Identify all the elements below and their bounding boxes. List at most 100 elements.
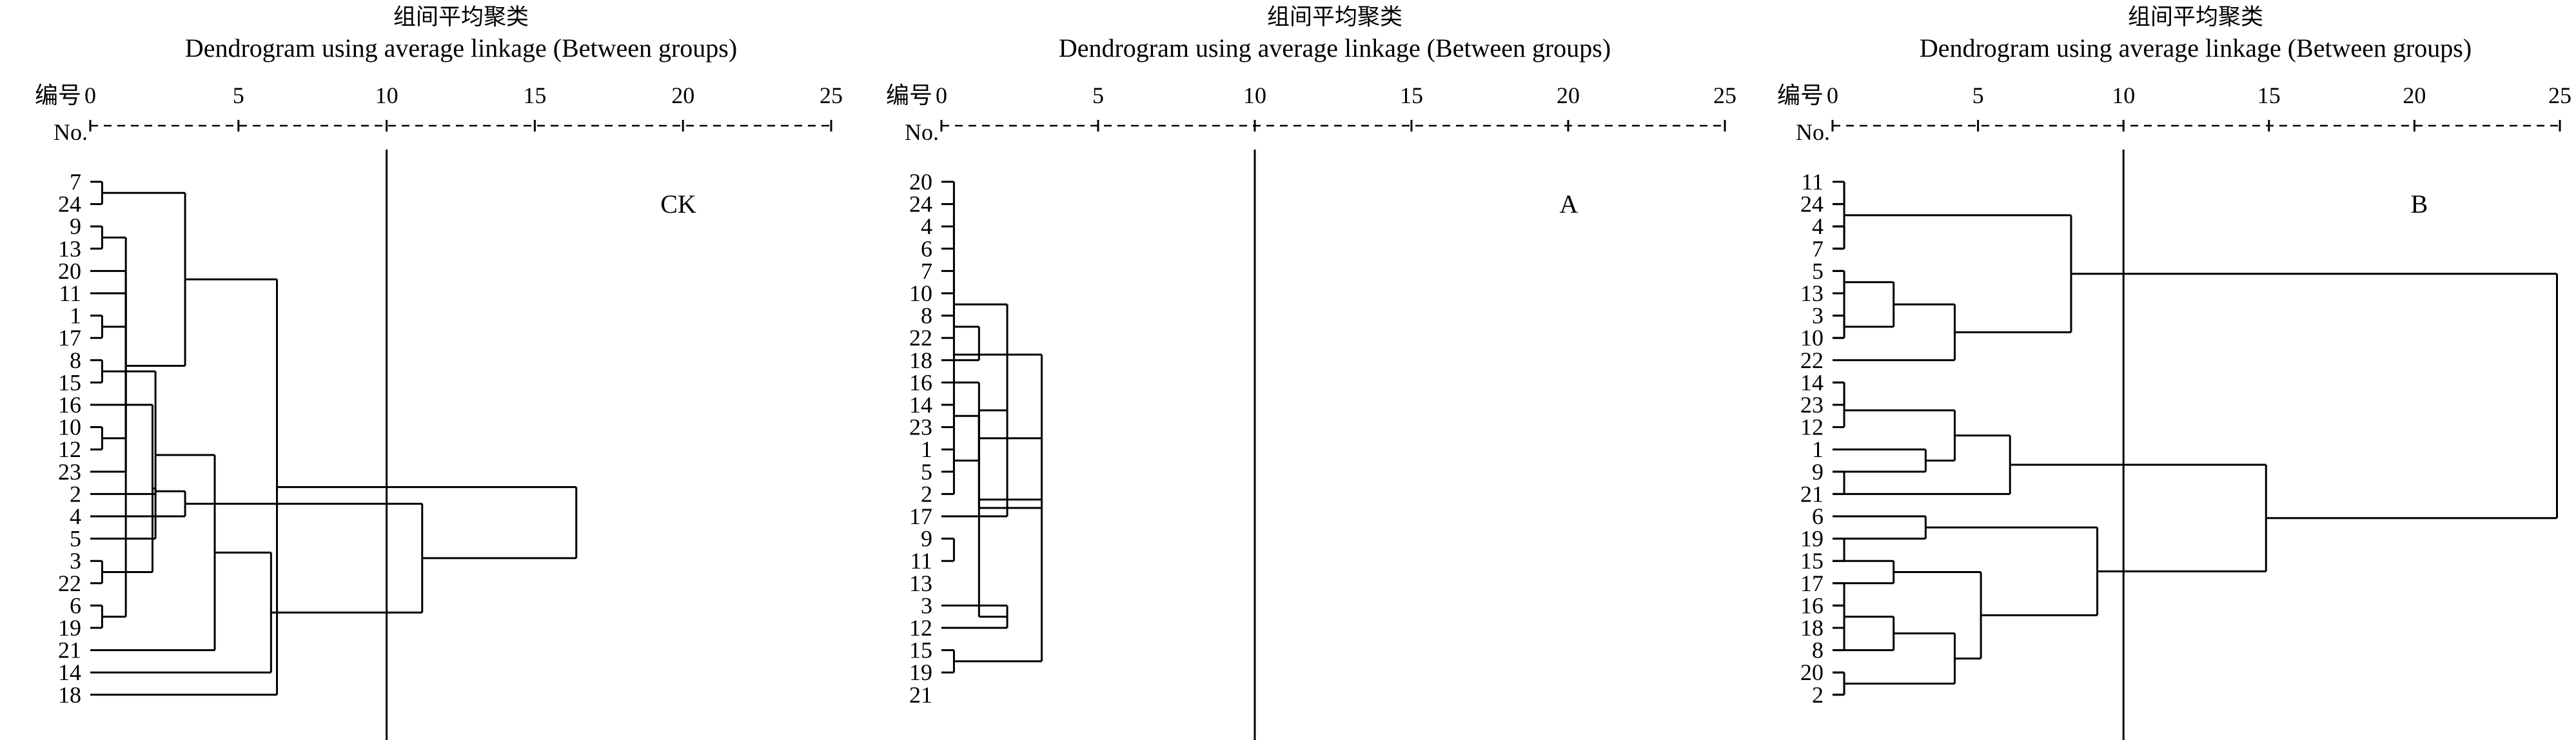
leaf-label: 20 bbox=[909, 169, 932, 195]
axis-tick-label: 10 bbox=[1243, 83, 1266, 108]
leaf-label: 8 bbox=[921, 303, 932, 329]
leaf-label: 1 bbox=[70, 303, 81, 329]
panel-title-cn: 组间平均聚类 bbox=[393, 5, 529, 30]
leaf-label: 2 bbox=[921, 481, 932, 507]
header-cn: 编号 bbox=[35, 83, 81, 109]
leaf-label: 4 bbox=[70, 503, 81, 529]
leaf-label: 1 bbox=[1812, 436, 1824, 462]
leaf-label: 24 bbox=[1800, 191, 1824, 217]
leaf-label: 8 bbox=[1812, 638, 1824, 663]
leaf-label: 22 bbox=[58, 570, 81, 596]
axis-tick-label: 20 bbox=[671, 83, 694, 108]
axis-tick-label: 20 bbox=[1557, 83, 1580, 108]
leaf-label: 13 bbox=[1800, 280, 1824, 306]
leaf-label: 18 bbox=[909, 347, 932, 373]
leaf-label: 12 bbox=[58, 436, 81, 462]
axis-tick-label: 5 bbox=[1972, 83, 1984, 108]
axis-tick-label: 10 bbox=[2112, 83, 2135, 108]
leaf-label: 19 bbox=[909, 659, 932, 685]
axis-tick-label: 10 bbox=[375, 83, 398, 108]
leaf-label: 5 bbox=[70, 526, 81, 552]
leaf-label: 9 bbox=[921, 526, 932, 552]
leaf-label: 16 bbox=[58, 392, 81, 418]
leaf-label: 9 bbox=[1812, 459, 1824, 485]
leaf-label: 24 bbox=[909, 191, 932, 217]
leaf-label: 21 bbox=[909, 682, 932, 708]
header-cn: 编号 bbox=[886, 83, 932, 109]
leaf-label: 2 bbox=[1812, 682, 1824, 708]
axis-tick-label: 20 bbox=[2403, 83, 2426, 108]
panel-label: A bbox=[1560, 190, 1578, 219]
leaf-label: 15 bbox=[909, 638, 932, 663]
panel-a: 组间平均聚类 Dendrogram using average linkage … bbox=[886, 5, 1736, 740]
leaf-label: 18 bbox=[1800, 615, 1824, 641]
leaf-label: 10 bbox=[58, 414, 81, 440]
panel-ck: 组间平均聚类 Dendrogram using average linkage … bbox=[35, 5, 843, 740]
leaf-label: 15 bbox=[1800, 548, 1824, 574]
leaf-label: 20 bbox=[1800, 659, 1824, 685]
leaf-label: 10 bbox=[909, 280, 932, 306]
leaf-label: 23 bbox=[58, 459, 81, 485]
leaf-label: 4 bbox=[1812, 213, 1824, 239]
leaf-label: 3 bbox=[70, 548, 81, 574]
leaf-label: 12 bbox=[909, 615, 932, 641]
axis-tick-label: 15 bbox=[2257, 83, 2281, 108]
leaf-label: 5 bbox=[1812, 258, 1824, 284]
leaf-label: 17 bbox=[58, 325, 81, 351]
header-no: No. bbox=[905, 119, 939, 145]
leaf-label: 3 bbox=[1812, 303, 1824, 329]
leaf-label: 16 bbox=[1800, 592, 1824, 618]
leaf-label: 13 bbox=[909, 570, 932, 596]
leaf-label: 13 bbox=[58, 236, 81, 262]
leaf-label: 1 bbox=[921, 436, 932, 462]
panel-subtitle: Dendrogram using average linkage (Betwee… bbox=[185, 34, 737, 63]
leaf-label: 19 bbox=[58, 615, 81, 641]
leaf-label: 11 bbox=[1801, 169, 1824, 195]
leaf-label: 2 bbox=[70, 481, 81, 507]
leaf-label: 20 bbox=[58, 258, 81, 284]
leaf-label: 6 bbox=[921, 236, 932, 262]
axis-tick-label: 25 bbox=[2548, 83, 2571, 108]
leaf-label: 11 bbox=[910, 548, 932, 574]
leaf-label: 10 bbox=[1800, 325, 1824, 351]
leaf-label: 9 bbox=[70, 213, 81, 239]
leaf-label: 7 bbox=[1812, 236, 1824, 262]
leaf-label: 14 bbox=[909, 392, 932, 418]
panel-title-cn: 组间平均聚类 bbox=[1267, 5, 1402, 30]
panel-label: B bbox=[2411, 190, 2428, 219]
leaf-label: 21 bbox=[1800, 481, 1824, 507]
leaf-label: 22 bbox=[909, 325, 932, 351]
panel-subtitle: Dendrogram using average linkage (Betwee… bbox=[1920, 34, 2472, 63]
leaf-label: 18 bbox=[58, 682, 81, 708]
leaf-label: 23 bbox=[909, 414, 932, 440]
leaf-label: 19 bbox=[1800, 526, 1824, 552]
leaf-label: 6 bbox=[1812, 503, 1824, 529]
leaf-label: 17 bbox=[909, 503, 932, 529]
panel-title-cn: 组间平均聚类 bbox=[2128, 5, 2263, 30]
leaf-label: 16 bbox=[909, 369, 932, 395]
axis-tick-label: 5 bbox=[233, 83, 244, 108]
leaf-label: 17 bbox=[1800, 570, 1824, 596]
header-cn: 编号 bbox=[1777, 83, 1824, 109]
header-no: No. bbox=[1796, 119, 1830, 145]
axis-tick-label: 15 bbox=[1400, 83, 1423, 108]
axis-tick-label: 25 bbox=[1713, 83, 1736, 108]
leaf-label: 5 bbox=[921, 459, 932, 485]
panel-label: CK bbox=[660, 190, 696, 219]
axis-tick-label: 5 bbox=[1092, 83, 1104, 108]
axis-tick-label: 0 bbox=[84, 83, 96, 108]
leaf-label: 12 bbox=[1800, 414, 1824, 440]
leaf-label: 24 bbox=[58, 191, 81, 217]
leaf-label: 3 bbox=[921, 592, 932, 618]
leaf-label: 15 bbox=[58, 369, 81, 395]
axis-tick-label: 0 bbox=[936, 83, 947, 108]
leaf-label: 4 bbox=[921, 213, 932, 239]
axis-tick-label: 0 bbox=[1827, 83, 1838, 108]
axis-tick-label: 25 bbox=[820, 83, 843, 108]
leaf-label: 23 bbox=[1800, 392, 1824, 418]
leaf-label: 21 bbox=[58, 638, 81, 663]
leaf-label: 14 bbox=[1800, 369, 1824, 395]
leaf-label: 7 bbox=[70, 169, 81, 195]
leaf-label: 22 bbox=[1800, 347, 1824, 373]
